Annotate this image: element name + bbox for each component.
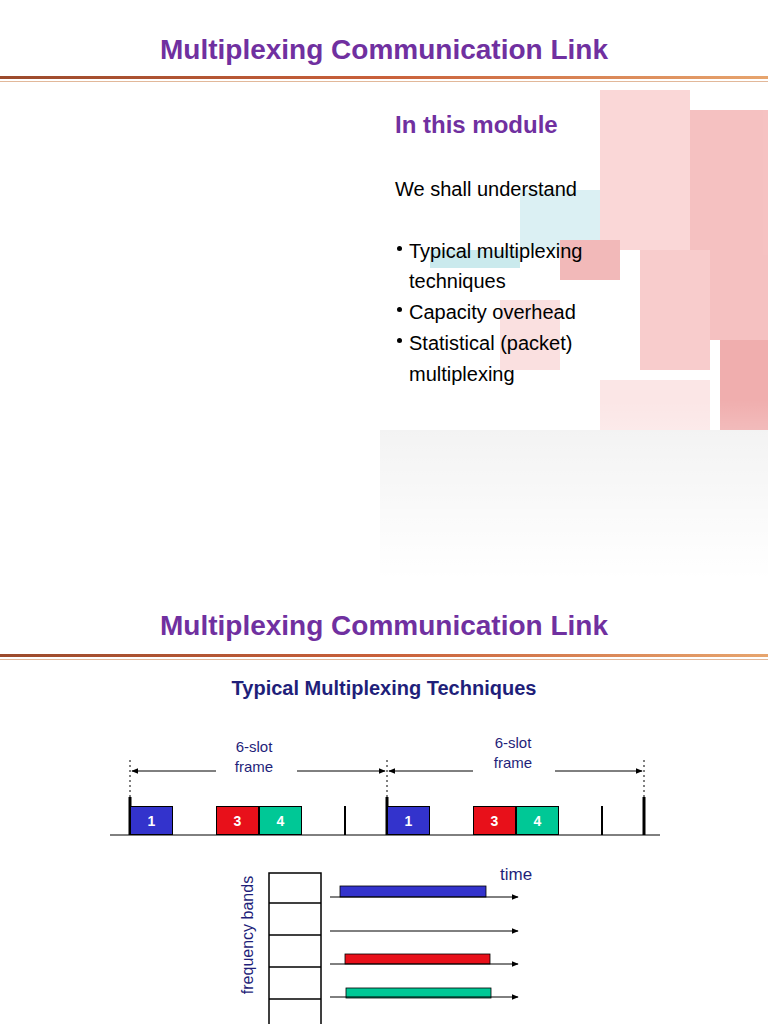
frame-label: 6-slot frame	[476, 733, 550, 773]
dimension-arrow	[132, 771, 216, 772]
bullet-dot	[397, 338, 402, 343]
slot-tick	[601, 806, 603, 835]
time-axis	[110, 835, 660, 836]
title-rule	[0, 659, 768, 660]
slide-background	[0, 578, 768, 1024]
time-slot: 4	[259, 806, 302, 835]
title-rule	[0, 76, 768, 79]
time-slot: 3	[216, 806, 259, 835]
title-rule	[0, 654, 768, 657]
time-slot: 3	[473, 806, 516, 835]
slot-number: 1	[405, 813, 413, 829]
slot-tick	[344, 806, 346, 835]
axis-label: frequency bands	[238, 865, 258, 1005]
frame-marker	[643, 797, 646, 835]
channel-bar	[340, 886, 486, 897]
bullet-dot	[397, 246, 402, 251]
time-slot: 1	[130, 806, 173, 835]
slot-number: 4	[277, 813, 285, 829]
slide-title: Multiplexing Communication Link	[0, 610, 768, 642]
slot-number: 4	[534, 813, 542, 829]
bullet-item: Statistical (packet) multiplexing	[409, 328, 614, 390]
section-heading: In this module	[395, 110, 715, 140]
dimension-arrow	[297, 771, 385, 772]
time-arrow	[330, 997, 518, 998]
time-slot: 4	[516, 806, 559, 835]
frame-boundary	[644, 760, 645, 800]
time-slot: 1	[387, 806, 430, 835]
band-divider	[269, 902, 321, 904]
band-divider	[269, 966, 321, 968]
intro-text: We shall understand	[395, 175, 715, 203]
bullet-item: Typical multiplexing techniques	[409, 236, 624, 296]
deco-fade	[0, 400, 768, 580]
dimension-arrow	[389, 771, 473, 772]
slot-number: 3	[234, 813, 242, 829]
deco-block	[640, 250, 710, 370]
slot-number: 3	[491, 813, 499, 829]
channel-bar	[345, 954, 490, 964]
dimension-arrow	[555, 771, 642, 772]
slot-number: 1	[148, 813, 156, 829]
time-arrow	[330, 964, 518, 965]
time-arrow	[330, 897, 518, 898]
band-divider	[269, 934, 321, 936]
frame-label: 6-slot frame	[217, 737, 291, 777]
section-subtitle: Typical Multiplexing Techniques	[0, 676, 768, 700]
frame-boundary	[387, 760, 388, 800]
bullet-dot	[397, 307, 402, 312]
tdm-timeline	[110, 760, 660, 835]
band-stack	[269, 873, 321, 1024]
fdm-illustration	[269, 873, 518, 1024]
bullet-item: Capacity overhead	[409, 297, 624, 327]
band-divider	[269, 998, 321, 1000]
title-rule	[0, 81, 768, 82]
deco-block	[600, 90, 690, 250]
slide-title: Multiplexing Communication Link	[0, 34, 768, 66]
axis-label: time	[500, 865, 560, 885]
time-arrow	[330, 931, 518, 932]
frame-boundary	[130, 760, 131, 800]
